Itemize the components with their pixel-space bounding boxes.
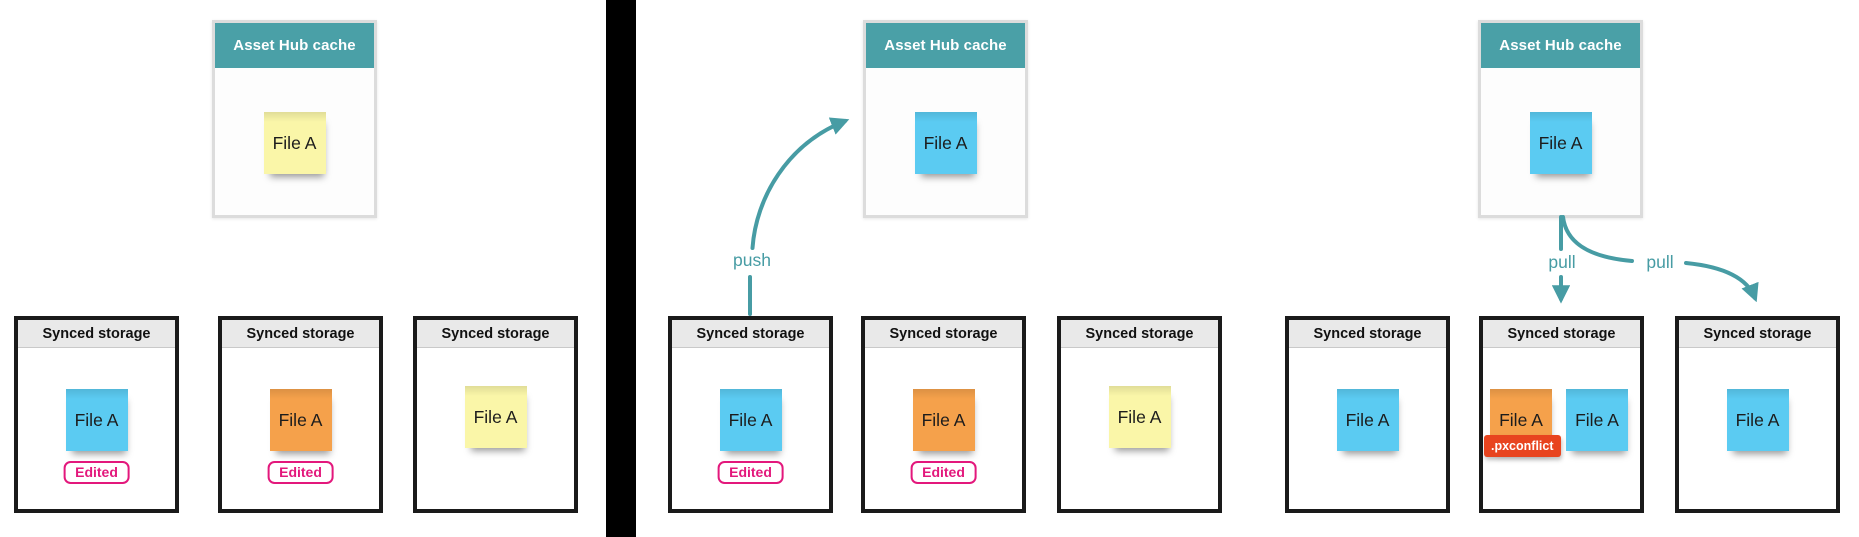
sticky-note-file-a: File A [1529, 112, 1592, 174]
sticky-note-file-a: File A [914, 112, 977, 174]
sticky-note-file-a: File A [464, 386, 527, 448]
synced-storage-title: Synced storage [222, 320, 379, 348]
synced-storage-title: Synced storage [1289, 320, 1446, 348]
sticky-note-file-a: File A [912, 389, 975, 451]
asset-hub-cache-box: Asset Hub cache File A [1478, 20, 1643, 218]
sticky-note-file-a: File A [1108, 386, 1171, 448]
synced-storage-body: File A Edited [672, 348, 829, 509]
synced-storage-title: Synced storage [1061, 320, 1218, 348]
push-arrow-label: push [733, 250, 771, 270]
synced-storage-title: Synced storage [1483, 320, 1640, 348]
push-arrow-curve [750, 117, 850, 250]
synced-storage-box: Synced storage File A [1057, 316, 1222, 513]
sticky-note-file-a: File A [1566, 389, 1628, 451]
synced-storage-body: File A [1061, 348, 1218, 509]
synced-storage-body: File A [1289, 348, 1446, 509]
synced-storage-body: File A [1679, 348, 1836, 509]
asset-hub-cache-title: Asset Hub cache [1481, 23, 1640, 68]
sticky-note-file-a: File A [263, 112, 326, 174]
asset-hub-cache-body: File A [215, 68, 374, 215]
edited-badge: Edited [910, 461, 977, 484]
asset-hub-cache-body: File A [866, 68, 1025, 215]
asset-hub-cache-title: Asset Hub cache [215, 23, 374, 68]
synced-storage-box: Synced storage File A Edited [861, 316, 1026, 513]
edited-badge: Edited [717, 461, 784, 484]
synced-storage-body: File A Edited [222, 348, 379, 509]
synced-storage-body: File A Edited [18, 348, 175, 509]
synced-storage-box: Synced storage File A Edited [668, 316, 833, 513]
synced-storage-title: Synced storage [865, 320, 1022, 348]
synced-storage-box: Synced storage File A Edited [14, 316, 179, 513]
pull-arrow-label: pull [1646, 252, 1674, 272]
edited-badge: Edited [63, 461, 130, 484]
synced-storage-title: Synced storage [18, 320, 175, 348]
synced-storage-body: File A Edited [865, 348, 1022, 509]
asset-hub-cache-box: Asset Hub cache File A [863, 20, 1028, 218]
synced-storage-box: Synced storage File A [1285, 316, 1450, 513]
pull-arrow-label: pull [1548, 252, 1576, 272]
synced-storage-box: Synced storage File A [1675, 316, 1840, 513]
asset-hub-cache-title: Asset Hub cache [866, 23, 1025, 68]
sticky-note-file-a: File A [65, 389, 128, 451]
asset-hub-cache-body: File A [1481, 68, 1640, 215]
sticky-note-file-a: File A [1726, 389, 1789, 451]
pxconflict-tag: .pxconflict [1484, 435, 1561, 457]
synced-storage-body: File A .pxconflict File A [1483, 348, 1640, 509]
synced-storage-title: Synced storage [417, 320, 574, 348]
synced-storage-title: Synced storage [672, 320, 829, 348]
synced-storage-body: File A [417, 348, 574, 509]
synced-storage-box: Synced storage File A .pxconflict File A [1479, 316, 1644, 513]
asset-hub-cache-box: Asset Hub cache File A [212, 20, 377, 218]
synced-storage-box: Synced storage File A Edited [218, 316, 383, 513]
sticky-note-file-a: File A [269, 389, 332, 451]
synced-storage-box: Synced storage File A [413, 316, 578, 513]
sticky-note-file-a: File A [719, 389, 782, 451]
synced-storage-title: Synced storage [1679, 320, 1836, 348]
panel-divider [606, 0, 636, 537]
edited-badge: Edited [267, 461, 334, 484]
sticky-note-file-a: File A [1336, 389, 1399, 451]
